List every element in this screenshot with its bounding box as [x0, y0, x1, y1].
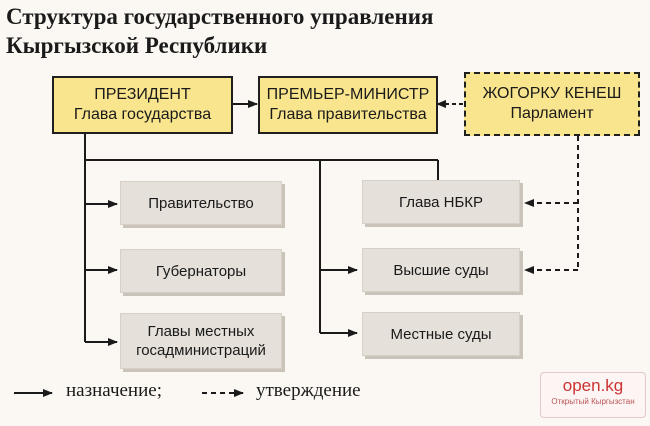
- pm-role: Глава правительства: [269, 106, 427, 123]
- title-line-1: Структура государственного управления: [6, 4, 434, 29]
- legend-dashed-label: утверждение: [256, 380, 361, 401]
- president-role: Глава государства: [73, 106, 212, 123]
- watermark-subtitle: Открытый Кыргызстан: [551, 397, 635, 406]
- node-nbkr-head: Глава НБКР: [362, 180, 520, 224]
- nbkr-head-label: Глава НБКР: [398, 193, 484, 211]
- title-line-2: Кыргызской Республики: [6, 33, 268, 58]
- president-name: ПРЕЗИДЕНТ: [94, 86, 191, 103]
- parliament-name: ЖОГОРКУ КЕНЕШ: [482, 85, 622, 102]
- pm-name: ПРЕМЬЕР-МИНИСТР: [266, 86, 430, 103]
- governors-label: Губернаторы: [155, 262, 247, 280]
- node-local-administrations: Главы местных госадминистраций: [120, 313, 282, 369]
- node-supreme-courts: Высшие суды: [362, 248, 520, 292]
- node-president: ПРЕЗИДЕНТ Глава государства: [52, 76, 233, 134]
- node-government: Правительство: [120, 181, 282, 225]
- government-label: Правительство: [148, 194, 254, 212]
- diagram-title: Структура государственного управления Кы…: [6, 2, 433, 60]
- parliament-role: Парламент: [510, 105, 594, 122]
- node-prime-minister: ПРЕМЬЕР-МИНИСТР Глава правительства: [258, 76, 438, 134]
- watermark-name: open.kg: [562, 376, 624, 395]
- legend-solid-label: назначение;: [66, 380, 162, 401]
- node-governors: Губернаторы: [120, 249, 282, 293]
- supreme-courts-label: Высшие суды: [393, 261, 489, 279]
- watermark-logo: open.kg Открытый Кыргызстан: [540, 372, 646, 418]
- node-parliament: ЖОГОРКУ КЕНЕШ Парламент: [464, 72, 640, 136]
- local-admin-line-1: Главы местных: [147, 323, 255, 340]
- local-courts-label: Местные суды: [390, 325, 492, 343]
- node-local-courts: Местные суды: [362, 312, 520, 356]
- local-admin-line-2: госадминистраций: [136, 342, 266, 359]
